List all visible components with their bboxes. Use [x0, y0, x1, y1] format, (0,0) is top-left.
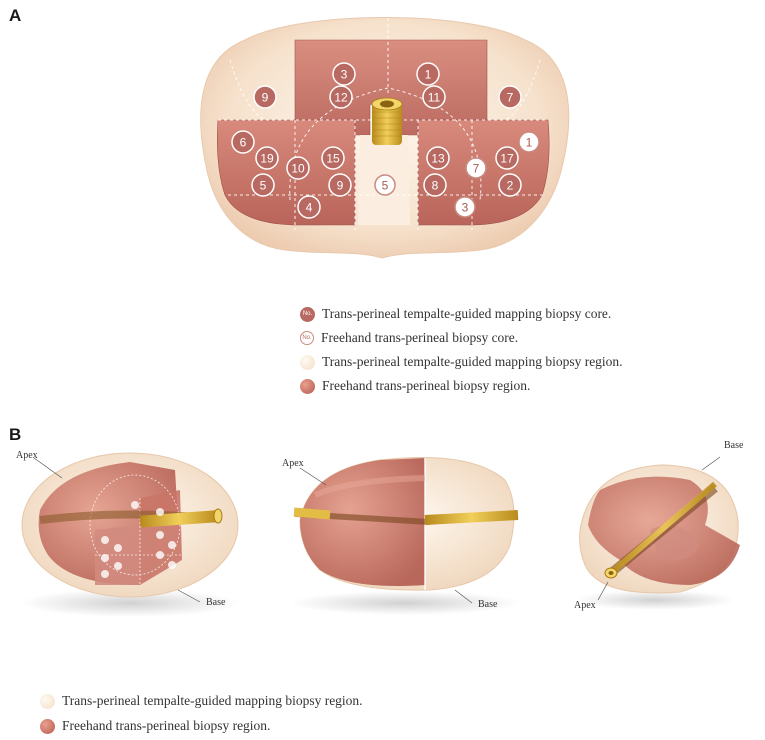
legend-a-freehand-core: No. Freehand trans-perineal biopsy core.	[300, 330, 518, 346]
view-1-apex-label: Apex	[16, 450, 38, 461]
template-core-marker	[498, 173, 522, 197]
legend-b-freehand-region: Freehand trans-perineal biopsy region.	[40, 718, 270, 734]
template-core-number: 12	[334, 91, 348, 105]
freehand-core-marker	[518, 131, 540, 153]
template-core-marker	[297, 195, 321, 219]
view-3-oblique	[579, 456, 740, 601]
freehand-core-number: 1	[526, 136, 533, 150]
legend-a-template-region: Trans-perineal tempalte-guided mapping b…	[300, 354, 623, 370]
template-core-marker	[423, 173, 447, 197]
view-3-base-label: Base	[724, 440, 744, 451]
template-core-marker	[422, 85, 446, 109]
freehand-core-marker	[374, 174, 396, 196]
template-core-number: 11	[428, 91, 441, 105]
freehand-region-swatch-b	[40, 718, 55, 734]
template-core-number: 19	[260, 152, 274, 166]
template-core-marker	[255, 146, 279, 170]
template-region-swatch	[300, 354, 315, 370]
template-core-marker	[332, 62, 356, 86]
template-core-number: 10	[291, 162, 305, 176]
template-core-number: 9	[262, 91, 269, 105]
template-core-marker	[426, 146, 450, 170]
template-core-number: 7	[507, 91, 514, 105]
template-core-marker	[328, 173, 352, 197]
template-core-marker	[416, 62, 440, 86]
template-core-number: 9	[337, 179, 344, 193]
legend-a-freehand-core-text: Freehand trans-perineal biopsy core.	[321, 330, 519, 345]
freehand-cores: 5 7 3 1	[374, 131, 540, 218]
template-core-number: 2	[507, 179, 514, 193]
legend-b-freehand-region-text: Freehand trans-perineal biopsy region.	[62, 718, 271, 733]
template-core-marker	[495, 146, 519, 170]
view-2-apex-label: Apex	[282, 458, 304, 469]
legend-b-template-region: Trans-perineal tempalte-guided mapping b…	[40, 693, 363, 709]
template-core-marker	[498, 85, 522, 109]
freehand-core-number: 3	[462, 201, 469, 215]
template-core-number: 3	[341, 68, 348, 82]
view-1-oblique	[21, 452, 239, 603]
freehand-core-number: 7	[473, 162, 480, 176]
legend-a-freehand-region-text: Freehand trans-perineal biopsy region.	[322, 378, 531, 393]
template-core-number: 17	[500, 152, 514, 166]
template-core-swatch: No.	[300, 306, 315, 322]
template-core-number: 6	[240, 136, 247, 150]
freehand-region-swatch	[300, 378, 315, 394]
template-core-marker	[253, 85, 277, 109]
freehand-core-marker	[465, 157, 487, 179]
template-core-marker	[321, 146, 345, 170]
template-core-number: 13	[431, 152, 445, 166]
template-core-marker	[329, 85, 353, 109]
freehand-core-swatch: No.	[300, 331, 314, 345]
legend-b-template-region-text: Trans-perineal tempalte-guided mapping b…	[62, 693, 363, 708]
panel-a-label: A	[9, 6, 22, 25]
template-core-marker	[231, 130, 255, 154]
template-core-marker	[251, 173, 275, 197]
view-2-base-label: Base	[478, 599, 498, 610]
freehand-core-marker	[454, 196, 476, 218]
template-core-number: 8	[432, 179, 439, 193]
template-core-number: 4	[306, 201, 313, 215]
template-region-swatch-b	[40, 693, 55, 709]
view-1-base-label: Base	[206, 597, 226, 608]
urethra	[372, 100, 402, 145]
legend-a-freehand-region: Freehand trans-perineal biopsy region.	[300, 378, 530, 394]
freehand-core-number: 5	[382, 179, 389, 193]
template-core-number: 15	[326, 152, 340, 166]
legend-a-template-core-text: Trans-perineal tempalte-guided mapping b…	[322, 306, 612, 321]
legend-a-template-core: No. Trans-perineal tempalte-guided mappi…	[300, 306, 611, 322]
panel-b-label: B	[9, 425, 22, 444]
legend-a-template-region-text: Trans-perineal tempalte-guided mapping b…	[322, 354, 623, 369]
template-core-number: 5	[260, 179, 267, 193]
template-core-number: 1	[425, 68, 432, 82]
template-core-marker	[286, 156, 310, 180]
view-2-side	[293, 457, 519, 604]
view-3-apex-label: Apex	[574, 600, 596, 611]
